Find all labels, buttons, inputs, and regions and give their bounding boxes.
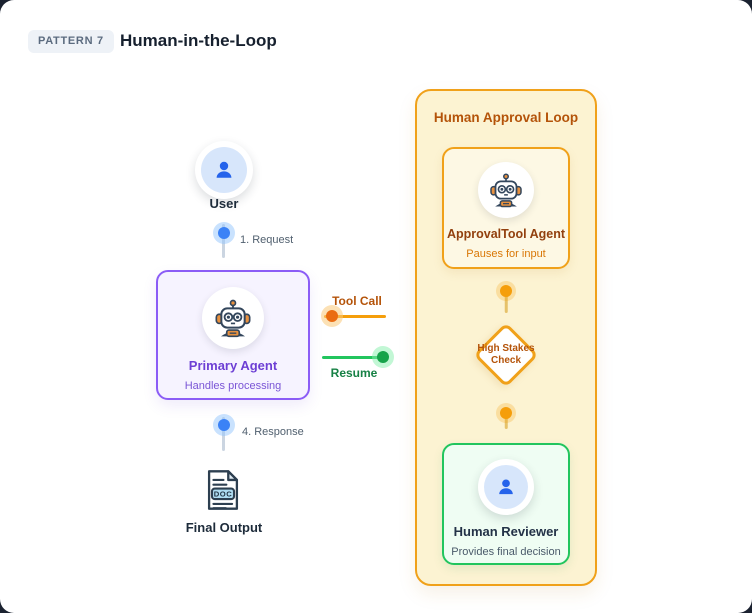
- resume-label: Resume: [330, 366, 378, 380]
- robot-icon: [213, 298, 253, 338]
- doc-icon: DOC: [207, 470, 239, 510]
- resume-line: [322, 356, 386, 360]
- response-flow-dot: [218, 419, 230, 431]
- resume-flow-dot: [377, 351, 389, 363]
- approval-loop-title: Human Approval Loop: [433, 110, 579, 125]
- approval-agent-name: ApprovalTool Agent: [446, 227, 566, 241]
- user-avatar-ring: [201, 147, 247, 193]
- loop-flow-dot-bottom: [500, 407, 512, 419]
- approval-agent-avatar: [478, 162, 534, 218]
- user-icon: [495, 476, 517, 498]
- user-icon: [212, 158, 236, 182]
- high-stakes-check-label: High Stakes Check: [471, 343, 541, 367]
- response-step-label: 4. Response: [242, 426, 304, 438]
- user-node: [195, 141, 253, 199]
- final-output-label: Final Output: [185, 520, 263, 535]
- loop-connector-line-top: [504, 291, 508, 313]
- page-title: Human-in-the-Loop: [120, 31, 277, 50]
- reviewer-avatar: [478, 459, 534, 515]
- reviewer-name: Human Reviewer: [453, 524, 559, 539]
- primary-agent-avatar: [202, 287, 264, 349]
- request-connector-line: [222, 224, 225, 258]
- approval-agent-desc: Pauses for input: [466, 248, 546, 260]
- primary-agent-name: Primary Agent: [188, 358, 278, 373]
- request-flow-dot: [218, 227, 230, 239]
- approval-loop-container: Human Approval Loop ApprovalTool Agent P…: [415, 89, 597, 586]
- doc-badge-text: DOC: [214, 490, 232, 499]
- user-label: User: [209, 196, 239, 211]
- tool-call-label: Tool Call: [332, 294, 382, 308]
- reviewer-desc: Provides final decision: [451, 546, 561, 558]
- loop-flow-dot-top: [500, 285, 512, 297]
- response-connector-line: [222, 417, 225, 451]
- pattern-badge: PATTERN 7: [28, 30, 114, 53]
- request-step-label: 1. Request: [240, 234, 294, 246]
- robot-icon: [488, 172, 524, 208]
- reviewer-avatar-ring: [484, 465, 528, 509]
- high-stakes-check-line2: Check: [490, 355, 521, 366]
- tool-call-line: [324, 315, 386, 319]
- loop-connector-line-bottom: [504, 413, 508, 429]
- primary-agent-desc: Handles processing: [184, 380, 282, 392]
- primary-agent-card: Primary Agent Handles processing: [156, 270, 310, 400]
- high-stakes-check-line1: High Stakes: [477, 343, 535, 354]
- tool-call-flow-dot: [326, 310, 338, 322]
- human-reviewer-card: Human Reviewer Provides final decision: [442, 443, 570, 565]
- approval-tool-agent-card: ApprovalTool Agent Pauses for input: [442, 147, 570, 269]
